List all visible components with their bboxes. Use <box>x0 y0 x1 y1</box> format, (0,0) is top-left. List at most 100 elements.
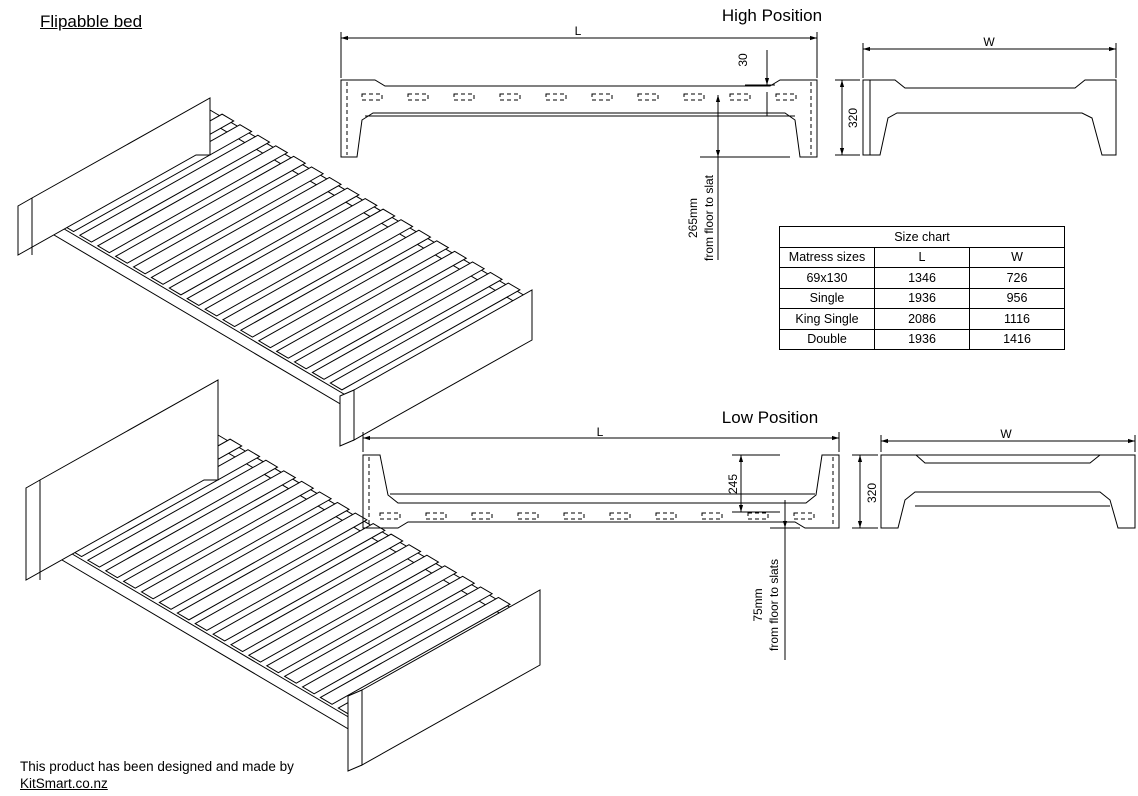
slat-slot <box>655 512 677 520</box>
low-side-elevation: L 245 75mm from floor to slats <box>362 425 840 660</box>
cell: 69x130 <box>779 267 875 289</box>
floor-clearance-value: 75mm <box>751 588 765 621</box>
slat <box>140 491 333 600</box>
slat <box>293 261 486 370</box>
cell: 1116 <box>969 308 1065 330</box>
slat <box>221 219 414 328</box>
slat <box>78 134 271 243</box>
slat-slot <box>407 93 429 101</box>
floor-clearance-value: 265mm <box>686 198 700 238</box>
cell: 1936 <box>874 287 970 309</box>
cell: 1346 <box>874 267 970 289</box>
slat <box>194 523 386 631</box>
slat <box>114 155 307 264</box>
head-panel <box>25 379 219 581</box>
size-chart-header: Matress sizes L W <box>779 246 1065 268</box>
slat-slot <box>729 93 751 101</box>
low-end-elevation: W 320 <box>852 427 1136 529</box>
slat <box>247 554 440 663</box>
slat <box>176 512 368 621</box>
slat-slot <box>425 512 447 520</box>
height-dimension: 320 <box>846 108 860 128</box>
cell: 726 <box>969 267 1065 289</box>
slat-slot <box>545 93 567 101</box>
slat-slot <box>591 93 613 101</box>
kitsmart-link[interactable]: KitSmart.co.nz <box>20 776 108 791</box>
slat <box>104 470 297 579</box>
slat <box>122 480 315 589</box>
slat <box>329 282 521 391</box>
slat <box>301 586 494 695</box>
high-position-heading: High Position <box>722 6 822 25</box>
length-label: L <box>575 24 582 38</box>
floor-clearance-note: from floor to slat <box>702 174 716 261</box>
slat <box>150 176 343 285</box>
slat-slot <box>701 512 723 520</box>
height-dimension: 320 <box>865 483 879 503</box>
slat-slot <box>747 512 769 520</box>
slat <box>319 596 512 705</box>
width-label: W <box>1000 427 1012 441</box>
slat-slot <box>683 93 705 101</box>
size-chart-title: Size chart <box>779 226 1065 248</box>
slat <box>86 459 279 568</box>
width-label: W <box>983 35 995 49</box>
high-side-elevation: L 30 265mm from floor to slat <box>340 24 818 261</box>
slat <box>265 565 458 674</box>
cell: 1936 <box>874 328 970 350</box>
cell: 956 <box>969 287 1065 309</box>
slat-slot <box>517 512 539 520</box>
cell: Double <box>779 328 875 350</box>
panel-edge <box>339 389 355 447</box>
header-cell: Matress sizes <box>779 246 875 268</box>
isometric-bed-high-position <box>17 97 533 447</box>
slat <box>204 208 396 317</box>
slat <box>186 198 378 306</box>
slat-slot <box>793 512 815 520</box>
slat <box>158 501 351 610</box>
slat <box>275 250 468 359</box>
cell: Single <box>779 287 875 309</box>
top-offset-dimension: 30 <box>736 53 750 67</box>
top-offset-dimension: 245 <box>726 474 740 494</box>
header-cell: L <box>874 246 970 268</box>
slat-slot <box>453 93 475 101</box>
slat-slot <box>471 512 493 520</box>
slat-slot <box>361 93 383 101</box>
floor-clearance-note: from floor to slats <box>767 559 781 651</box>
slat <box>257 240 450 349</box>
slat-slot <box>609 512 631 520</box>
slat <box>96 145 289 254</box>
low-position-heading: Low Position <box>722 408 818 427</box>
slat-slot <box>563 512 585 520</box>
high-end-elevation: W 320 <box>835 35 1117 156</box>
credit-note: This product has been designed and made … <box>20 758 294 792</box>
slat <box>311 271 504 380</box>
head-panel <box>17 97 211 256</box>
slat <box>229 544 422 653</box>
length-label: L <box>597 425 604 439</box>
slat <box>168 187 360 296</box>
slat-slot <box>379 512 401 520</box>
slat-slot <box>499 93 521 101</box>
cell: 1416 <box>969 328 1065 350</box>
cell: 2086 <box>874 308 970 330</box>
slat <box>239 229 432 338</box>
drawing-title: Flipabble bed <box>40 12 143 31</box>
slat-slot <box>775 93 797 101</box>
cell: King Single <box>779 308 875 330</box>
slat <box>132 166 325 275</box>
credit-text: This product has been designed and made … <box>20 759 294 774</box>
isometric-bed-low-position <box>25 379 541 772</box>
slat-slot <box>637 93 659 101</box>
header-cell: W <box>969 246 1065 268</box>
slat <box>212 533 404 642</box>
panel-edge <box>347 689 363 772</box>
